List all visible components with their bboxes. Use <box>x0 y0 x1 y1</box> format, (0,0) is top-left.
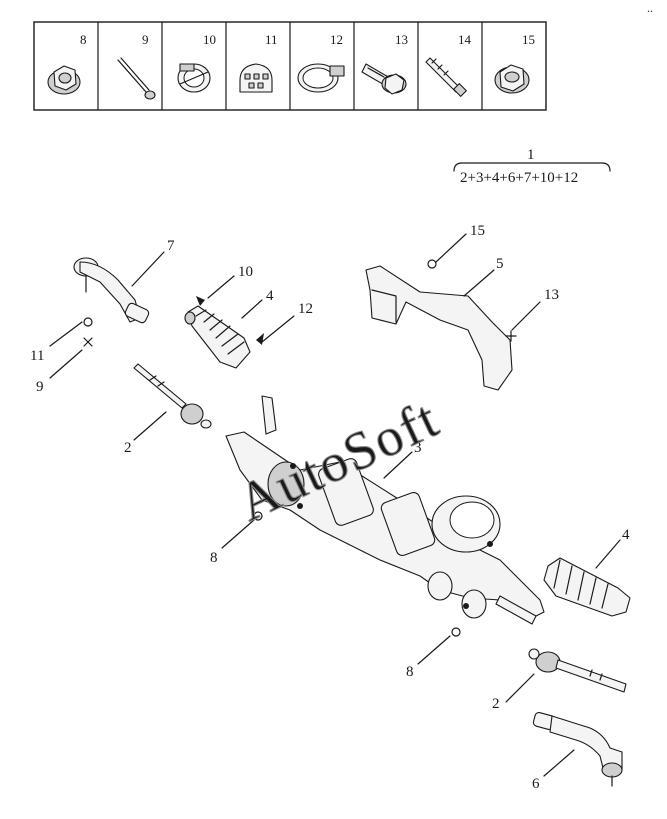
washer-marker-lower <box>451 627 461 637</box>
callout-label: 2 <box>492 696 500 712</box>
parts-table: 8 9 10 <box>33 21 547 111</box>
tie-rod-end-upper <box>73 257 150 324</box>
mounting-bracket <box>365 259 517 391</box>
callout-label: 13 <box>544 287 559 303</box>
parts-cell-13: 13 <box>361 32 408 95</box>
tie-rod-end-lower <box>532 711 623 787</box>
clip-icon <box>239 63 273 93</box>
bellows-boot-right <box>543 557 631 617</box>
parts-cell-number: 9 <box>142 32 149 47</box>
parts-cell-11: 11 <box>239 32 278 93</box>
callout-label: 7 <box>167 238 175 254</box>
callout-label: 15 <box>470 223 485 239</box>
callout-label: 2 <box>124 440 132 456</box>
callout-label: 11 <box>30 348 44 364</box>
parts-cell-number: 15 <box>522 32 535 47</box>
callout-label: 8 <box>210 550 218 566</box>
boot-clamp-icon <box>177 63 211 93</box>
callout-label: 5 <box>496 256 504 272</box>
parts-cell-number: 11 <box>265 32 278 47</box>
cable-tie-icon <box>117 57 156 100</box>
flange-nut-icon <box>47 65 81 95</box>
assembly-composition: 2+3+4+6+7+10+12 <box>460 170 578 186</box>
inner-tie-rod-upper <box>133 363 212 429</box>
flange-bolt-icon <box>361 63 407 95</box>
callout-label: 8 <box>406 664 414 680</box>
assembly-number: 1 <box>527 147 535 163</box>
callout-label: 4 <box>622 527 630 543</box>
bellows-boot-upper <box>184 296 264 369</box>
callout-label: 9 <box>36 379 44 395</box>
parts-cell-12: 12 <box>297 32 345 93</box>
parts-cell-number: 8 <box>80 32 87 47</box>
callout-label: 4 <box>266 288 274 304</box>
callout-label: 3 <box>414 440 422 456</box>
assembly-label: 1 2+3+4+6+7+10+12 <box>453 147 611 186</box>
cross-marker <box>83 337 93 347</box>
parts-cell-number: 13 <box>395 32 408 47</box>
callout-label: 12 <box>298 301 313 317</box>
clip-marker <box>83 317 93 327</box>
leader-lines <box>49 233 621 777</box>
callout-label: 10 <box>238 264 253 280</box>
parts-cell-number: 14 <box>458 32 472 47</box>
parts-cell-9: 9 <box>117 32 156 100</box>
parts-cell-10: 10 <box>177 32 216 93</box>
inner-tie-rod-lower <box>528 648 627 693</box>
parts-cell-14: 14 <box>425 32 472 97</box>
parts-cell-number: 10 <box>203 32 216 47</box>
long-bolt-icon <box>425 57 467 97</box>
hex-nut-icon <box>494 64 530 94</box>
parts-cell-number: 12 <box>330 32 343 47</box>
callout-labels: 7 10 4 12 15 5 13 11 9 2 3 8 4 8 2 6 <box>30 223 630 792</box>
callout-label: 6 <box>532 776 540 792</box>
corner-mark: .. <box>647 1 653 15</box>
parts-cell-15: 15 <box>494 32 535 94</box>
steering-gear-body <box>225 395 545 625</box>
hose-clamp-icon <box>297 63 345 93</box>
parts-cell-8: 8 <box>47 32 87 95</box>
